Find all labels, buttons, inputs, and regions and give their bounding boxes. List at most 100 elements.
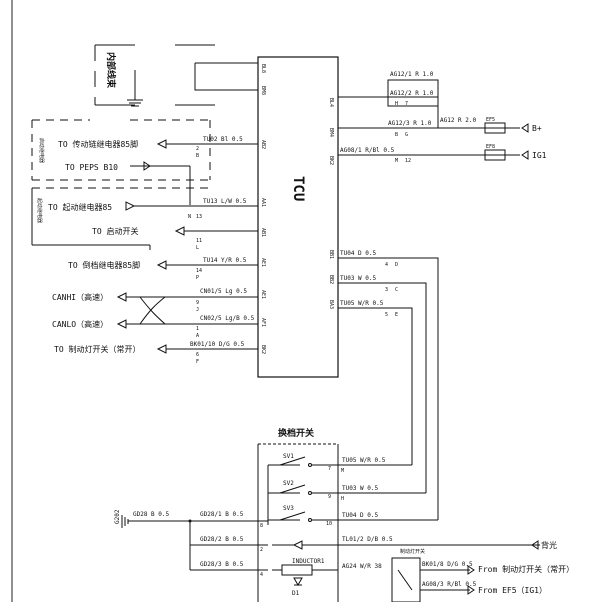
svg-text:TU04 D 0.5: TU04 D 0.5 (340, 250, 377, 257)
svg-text:AE1: AE1 (260, 258, 266, 267)
shift-switch-title: 换档开关 (278, 427, 314, 439)
signal-text: TO PEPS B10 (65, 163, 118, 172)
signal-text: CANLO（高速） (52, 319, 108, 329)
signal-row-5: CANHI（高速） CN01/5 Lg 0.5 9 J (52, 288, 258, 313)
svg-text:AE1: AE1 (260, 290, 266, 299)
svg-text:SV1: SV1 (283, 453, 294, 460)
svg-text:6: 6 (196, 352, 199, 358)
shift-switch: 换档开关 SV1 SV2 SV3 TU05 W/R 0.5 TU03 W 0.5… (257, 427, 438, 602)
svg-text:AG08/3 R/Bl 0.5: AG08/3 R/Bl 0.5 (422, 581, 477, 588)
backlight-label: 背光 (541, 540, 557, 550)
svg-text:7: 7 (405, 101, 408, 107)
svg-text:10: 10 (326, 521, 332, 527)
signal-text: CANHI（高速） (52, 292, 108, 302)
svg-text:TU05 W/R 0.5: TU05 W/R 0.5 (340, 300, 384, 307)
svg-text:J: J (196, 307, 199, 313)
svg-text:AA1: AA1 (260, 198, 266, 207)
signal-text: TO 传动链继电器85脚 (58, 139, 138, 149)
svg-text:M: M (395, 158, 398, 164)
signal-wire: CN01/5 Lg 0.5 (200, 288, 247, 295)
fuse-right-label-1: IG1 (532, 151, 547, 160)
svg-text:BA3: BA3 (328, 300, 334, 309)
svg-text:5: 5 (385, 312, 388, 318)
signal-wire: TU02 Bl 0.5 (203, 136, 243, 143)
svg-text:BB2: BB2 (328, 275, 334, 284)
side-box-text-2: 起动继电器 (36, 198, 43, 223)
harness-label: 内部线束 (105, 52, 117, 89)
harness-box: 内部线束 BL8 BM8 (94, 44, 266, 107)
svg-text:GD28 B 0.5: GD28 B 0.5 (133, 511, 170, 518)
svg-text:D: D (395, 262, 398, 268)
svg-text:AB2: AB2 (260, 140, 266, 149)
svg-text:13: 13 (196, 214, 202, 220)
signal-row-6: CANLO（高速） CN02/5 Lg/B 0.5 1 A (52, 315, 258, 339)
svg-text:EF5: EF5 (486, 117, 495, 123)
svg-text:AG12/3 R 1.0: AG12/3 R 1.0 (388, 120, 432, 127)
left-connector-pins: AB2 AA1 AB1 AE1 AE1 AF1 BK2 (260, 140, 266, 354)
signal-row-2: TO 起动继电器85 TU13 L/W 0.5 13 N (48, 198, 258, 220)
signal-wire: CN02/5 Lg/B 0.5 (200, 315, 255, 322)
svg-text:SV3: SV3 (283, 505, 294, 512)
svg-text:SV2: SV2 (283, 480, 294, 487)
svg-text:AG12 R 2.0: AG12 R 2.0 (440, 117, 477, 124)
svg-text:BK2: BK2 (328, 156, 334, 165)
svg-text:3: 3 (385, 287, 388, 293)
svg-text:H: H (341, 496, 344, 502)
svg-text:14: 14 (196, 268, 202, 274)
signal-text: TO 倒档继电器85脚 (68, 260, 140, 270)
svg-text:B: B (196, 153, 199, 159)
svg-text:4: 4 (260, 572, 263, 578)
backlight-section: TL01/2 D/B 0.5 背光 INDUCTOR1 D1 (272, 536, 557, 597)
svg-text:AG12/2 R 1.0: AG12/2 R 1.0 (390, 90, 434, 97)
svg-text:4: 4 (385, 262, 388, 268)
svg-text:B: B (395, 132, 398, 138)
signal-wire: BK01/10 D/G 0.5 (190, 341, 245, 348)
tcu-box (257, 56, 339, 378)
tcu-label: TCU (290, 176, 306, 201)
svg-text:BM4: BM4 (328, 128, 334, 137)
svg-text:TU05 W/R 0.5: TU05 W/R 0.5 (342, 457, 386, 464)
svg-text:L: L (196, 245, 199, 251)
svg-text:TU03 W 0.5: TU03 W 0.5 (342, 485, 379, 492)
svg-text:12: 12 (405, 158, 411, 164)
svg-text:N: N (188, 214, 191, 220)
signal-row-0: TO 传动链继电器85脚 TU02 Bl 0.5 2 B (58, 136, 258, 159)
svg-text:INDUCTOR1: INDUCTOR1 (292, 558, 325, 565)
svg-text:BL8: BL8 (260, 64, 266, 73)
signal-row-1: TO PEPS B10 (65, 161, 191, 205)
svg-text:BK01/8 D/G 0.5: BK01/8 D/G 0.5 (422, 561, 473, 568)
bottom-relay: AG24 W/R 38 制动灯开关 BK01/8 D/G 0.5 AG08/3 … (342, 548, 574, 602)
svg-text:9: 9 (196, 300, 199, 306)
svg-text:E: E (395, 312, 398, 318)
svg-text:H: H (395, 101, 398, 107)
signal-text: TO 启动开关 (92, 226, 138, 236)
svg-text:EF8: EF8 (486, 144, 495, 150)
svg-text:AG24 W/R 38: AG24 W/R 38 (342, 563, 382, 570)
svg-text:1: 1 (196, 326, 199, 332)
signal-wire: TU14 Y/R 0.5 (203, 257, 247, 264)
svg-text:GD28/2 B 0.5: GD28/2 B 0.5 (200, 536, 244, 543)
svg-text:AF1: AF1 (260, 318, 266, 327)
relay-box-1: 启动继电器 (31, 119, 211, 181)
svg-text:D1: D1 (292, 590, 300, 597)
svg-text:BB1: BB1 (328, 250, 334, 259)
svg-text:9: 9 (328, 494, 331, 500)
svg-text:From 制动灯开关（常开）: From 制动灯开关（常开） (478, 564, 574, 574)
svg-text:From EF5（IG1）: From EF5（IG1） (478, 586, 547, 595)
svg-text:F: F (196, 359, 199, 365)
svg-text:P: P (196, 275, 199, 281)
svg-text:TL01/2 D/B 0.5: TL01/2 D/B 0.5 (342, 536, 393, 543)
power-section: BL4 BM4 BK2 AG12/1 R 1.0 AG12/2 R 1.0 AG… (328, 71, 547, 165)
svg-text:TU03 W 0.5: TU03 W 0.5 (340, 275, 377, 282)
side-box-text-1: 启动继电器 (38, 138, 45, 163)
signal-wire: TU13 L/W 0.5 (203, 198, 247, 205)
ground-label: G202 (114, 509, 121, 524)
relay-box-2: 起动继电器 (31, 187, 210, 250)
signal-row-4: TO 倒档继电器85脚 TU14 Y/R 0.5 14 P (68, 257, 258, 281)
ground-section: G202 GD28 B 0.5 GD28/1 B 0.5 8 GD28/2 B … (114, 509, 268, 578)
svg-text:GD28/1 B 0.5: GD28/1 B 0.5 (200, 511, 244, 518)
fuse-right-label-0: B+ (532, 124, 542, 133)
svg-text:2: 2 (196, 146, 199, 152)
svg-text:AB1: AB1 (260, 228, 266, 237)
